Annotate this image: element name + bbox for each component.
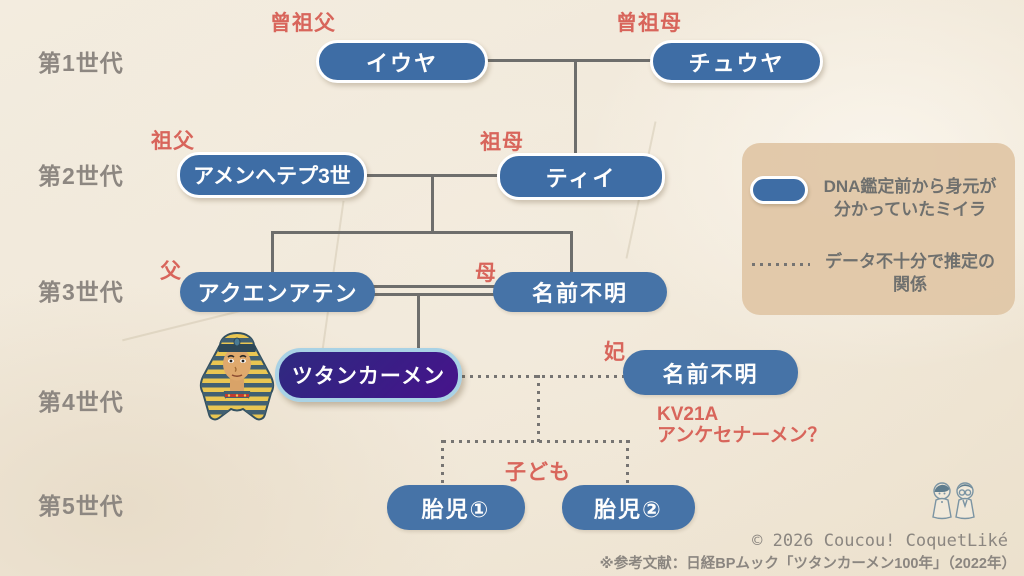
legend-box: DNA鑑定前から身元が 分かっていたミイラ データ不十分で推定の 関係 <box>742 143 1015 315</box>
drop-line-gen2 <box>431 174 434 234</box>
couple-line-akhenaten-mother-lower <box>373 293 495 296</box>
note-kv21a-line2: アンケセナーメン？ <box>657 424 827 446</box>
legend-identified-text: DNA鑑定前から身元が 分かっていたミイラ <box>810 175 1010 221</box>
generation-label-5: 第5世代 <box>38 493 124 519</box>
dotted-drop-gen4 <box>537 375 540 442</box>
couple-line-akhenaten-mother-upper <box>373 285 495 288</box>
node-fetus1: 胎児① <box>387 485 525 530</box>
node-iuya: イウヤ <box>316 40 488 83</box>
legend-estimated-text: データ不十分で推定の 関係 <box>810 250 1010 296</box>
label-grandmother: 祖母 <box>480 131 524 154</box>
drop-line-to-tiye <box>574 59 577 155</box>
note-kv21a-line1: KV21A <box>657 404 719 425</box>
copyright-text: © 2026 Coucou! CoquetLiké <box>752 531 1008 551</box>
dotted-sibling-bar-gen5 <box>443 440 631 443</box>
node-tjuyu: チュウヤ <box>650 40 823 83</box>
legend-identified-line1: DNA鑑定前から身元が <box>823 177 997 196</box>
label-grandfather: 祖父 <box>151 130 195 153</box>
legend-estimated-line2: 関係 <box>893 275 927 294</box>
node-mother-unknown: 名前不明 <box>493 272 667 312</box>
generation-label-1: 第1世代 <box>38 50 124 76</box>
reference-text: ※参考文献：日経BPムック「ツタンカーメン100年」（2022年） <box>599 556 1016 572</box>
label-father: 父 <box>160 260 182 283</box>
node-amenhotep3: アメンヘテプ3世 <box>177 152 367 198</box>
node-tutankhamun: ツタンカーメン <box>275 348 462 402</box>
label-consort: 妃 <box>604 341 626 364</box>
node-fetus2: 胎児② <box>562 485 695 530</box>
pharaoh-icon <box>197 331 277 421</box>
dotted-drop-to-fetus1 <box>441 440 444 487</box>
dotted-couple-line-tut-consort <box>462 375 625 378</box>
label-children: 子ども <box>505 461 571 484</box>
dotted-drop-to-fetus2 <box>626 440 629 487</box>
legend-estimated-line1: データ不十分で推定の <box>825 252 995 271</box>
legend-identified-line2: 分かっていたミイラ <box>833 200 987 219</box>
couple-line-iuya-tjuyu <box>486 59 652 62</box>
label-great-grandmother: 曾祖母 <box>616 12 682 35</box>
note-kv21a: KV21A アンケセナーメン？ <box>657 404 827 447</box>
node-consort-unknown: 名前不明 <box>623 350 798 395</box>
mascot-characters-icon <box>931 479 977 527</box>
sibling-bar-gen3 <box>271 231 573 234</box>
generation-label-3: 第3世代 <box>38 279 124 305</box>
legend-identified-pill-icon <box>750 176 808 204</box>
label-mother: 母 <box>475 262 497 285</box>
legend-dotted-line-icon <box>752 263 810 266</box>
node-akhenaten: アクエンアテン <box>180 272 375 312</box>
node-tiye: ティイ <box>497 153 665 200</box>
drop-line-to-mother <box>570 231 573 274</box>
label-great-grandfather: 曾祖父 <box>270 12 336 35</box>
generation-label-4: 第4世代 <box>38 389 124 415</box>
drop-line-to-tutankhamun <box>417 293 420 350</box>
generation-label-2: 第2世代 <box>38 163 124 189</box>
drop-line-to-akhenaten <box>271 231 274 274</box>
